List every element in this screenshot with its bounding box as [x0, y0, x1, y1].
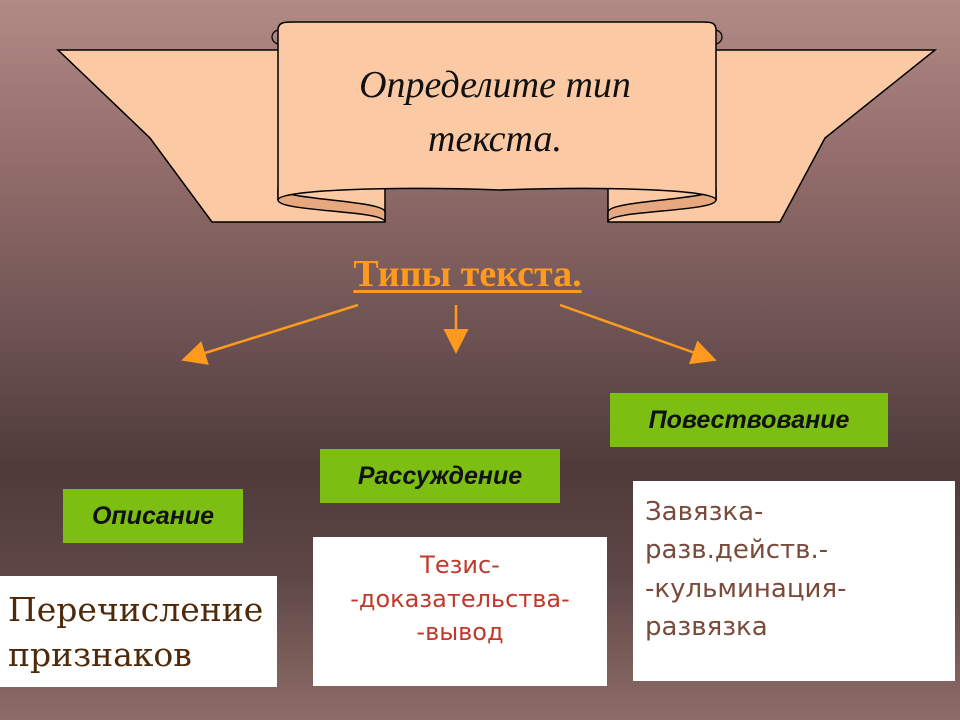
- ribbon-banner: [56, 21, 938, 223]
- ribbon-curl-left: [271, 29, 279, 45]
- arrows-group: [181, 303, 717, 365]
- label-rassuzhdenie: Рассуждение: [320, 449, 560, 503]
- box-povestvovanie-line-1: Завязка-: [645, 497, 764, 527]
- ribbon-left-fold: [277, 187, 386, 223]
- box-rassuzhdenie-line-3: -вывод: [416, 618, 504, 647]
- arrow-left: [181, 303, 359, 365]
- section-subtitle: Типы текста.: [353, 253, 582, 295]
- ribbon-right-fold: [607, 187, 717, 223]
- box-rassuzhdenie-line-2: -доказательства-: [350, 584, 570, 613]
- label-povestvovanie: Повествование: [610, 393, 888, 447]
- box-opisanie-line-1: Перечисление: [8, 590, 264, 629]
- banner-title-line-2: текста.: [428, 118, 562, 160]
- banner-title: Определите тип текста.: [280, 58, 710, 166]
- box-povestvovanie: Завязка- разв.действ.- -кульминация- раз…: [633, 481, 955, 681]
- box-povestvovanie-line-3: -кульминация-: [645, 573, 847, 604]
- box-rassuzhdenie-line-1: Тезис-: [420, 551, 500, 579]
- box-opisanie: Перечисление признаков: [0, 576, 277, 687]
- ribbon-center-panel: [277, 21, 717, 201]
- box-opisanie-line-2: признаков: [8, 634, 192, 674]
- ribbon-curl-right: [715, 29, 723, 45]
- banner-title-line-1: Определите тип: [359, 64, 631, 106]
- box-rassuzhdenie: Тезис- -доказательства- -вывод: [313, 537, 607, 686]
- label-opisanie: Описание: [63, 489, 243, 543]
- arrow-right: [559, 303, 717, 365]
- box-povestvovanie-line-4: развязка: [645, 612, 768, 643]
- box-povestvovanie-line-2: разв.действ.-: [645, 535, 829, 566]
